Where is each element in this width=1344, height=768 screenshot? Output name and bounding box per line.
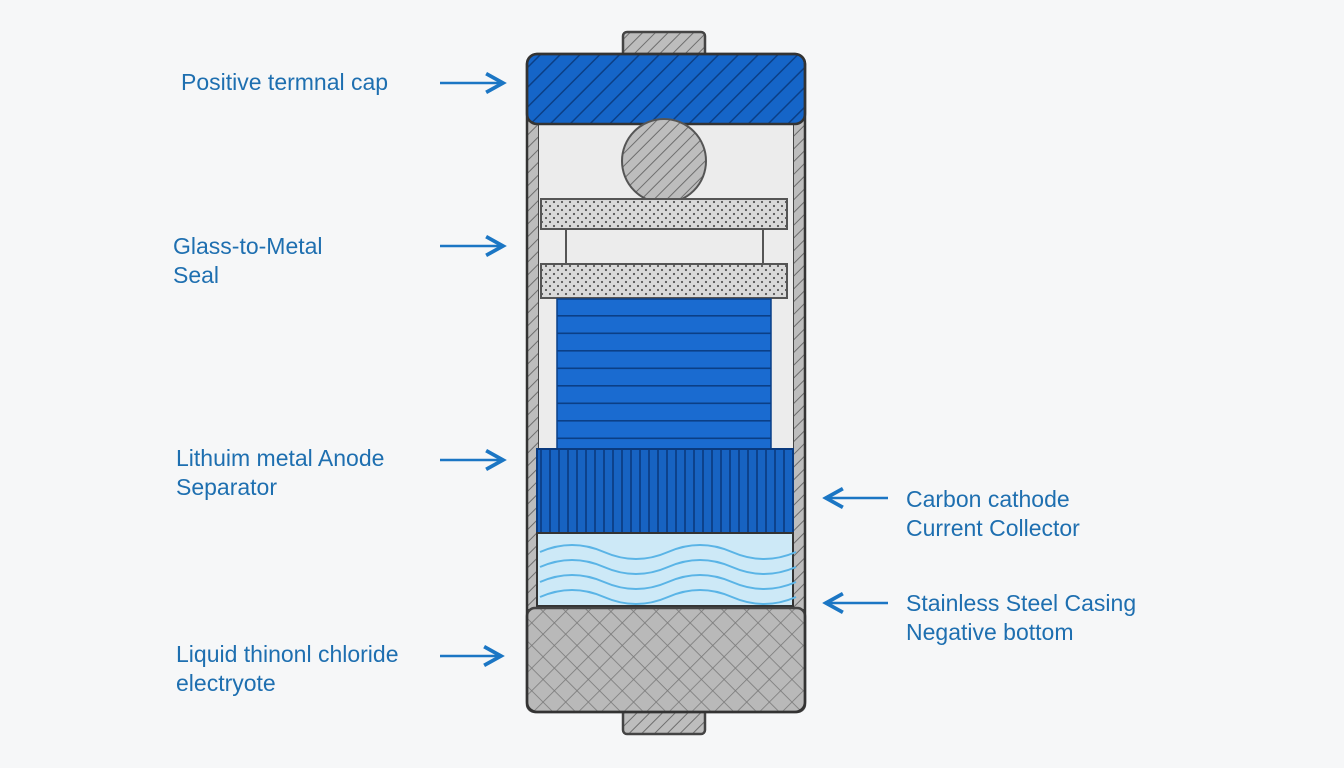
- label-positive-cap: Positive termnal cap: [181, 69, 389, 95]
- seal-plate-bottom: [540, 263, 788, 299]
- electrolyte-waves: [539, 544, 797, 605]
- lithium-anode-layers: [556, 298, 772, 450]
- label-cathode-collector: Carbon cathode Current Collector: [906, 486, 1080, 541]
- positive-terminal-cap: [525, 52, 807, 126]
- seal-plate-top: [540, 198, 788, 230]
- casing-outline: [525, 52, 807, 714]
- separator-block: [536, 448, 794, 534]
- label-glass-seal: Glass-to-Metal Seal: [173, 233, 323, 288]
- label-electrolyte: Liquid thinonl chloride electryote: [176, 641, 399, 696]
- casing-wall-right: [792, 109, 806, 611]
- casing-bottom-base: [525, 606, 807, 714]
- label-casing-negative: Stainless Steel Casing Negative bottom: [906, 590, 1137, 645]
- electrolyte-region: [536, 532, 794, 607]
- label-anode-separator: Lithuim metal Anode Separator: [176, 445, 385, 500]
- contact-ball: [621, 118, 707, 204]
